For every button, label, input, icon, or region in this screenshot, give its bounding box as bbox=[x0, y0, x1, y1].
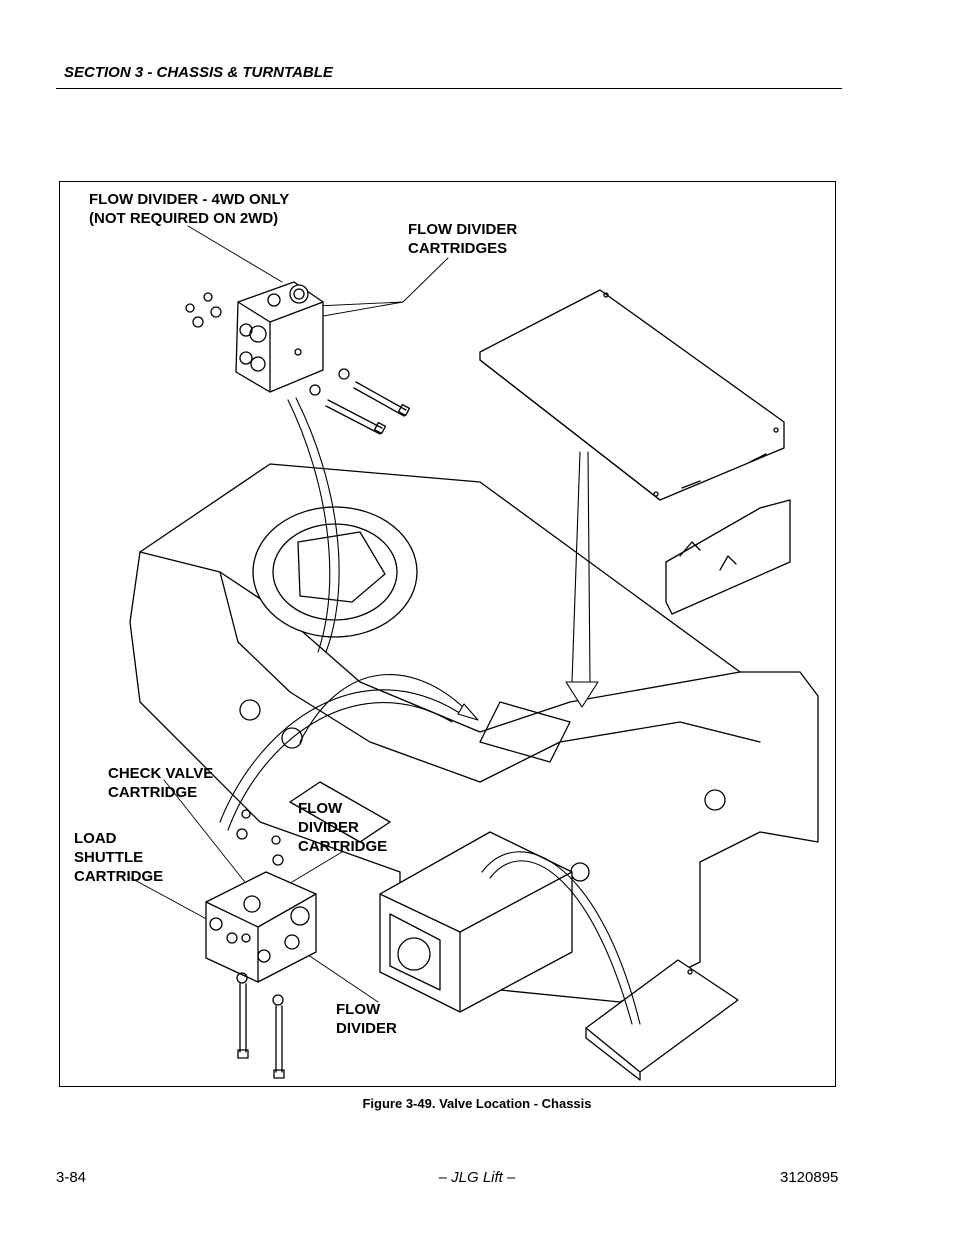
cover-plate bbox=[479, 289, 785, 501]
rear-box-tube bbox=[379, 831, 573, 1013]
label-check-valve-cartridge: CHECK VALVE CARTRIDGE bbox=[108, 765, 214, 801]
label-load-shuttle-cartridge: LOAD SHUTTLE CARTRIDGE bbox=[74, 830, 164, 885]
figure-caption: Figure 3-49. Valve Location - Chassis bbox=[362, 1096, 592, 1111]
flow-divider-4wd-block bbox=[185, 281, 411, 435]
location-arrows bbox=[219, 397, 641, 1025]
chassis-frame bbox=[129, 463, 819, 1003]
bottom-plate bbox=[585, 959, 739, 1081]
chassis-valve-illustration bbox=[129, 225, 819, 1081]
figure-frame: FLOW DIVIDER - 4WD ONLY (NOT REQUIRED ON… bbox=[59, 181, 836, 1087]
document-number: 3120895 bbox=[780, 1169, 839, 1186]
label-flow-divider-cartridges: FLOW DIVIDER CARTRIDGES bbox=[408, 221, 518, 257]
publisher-footer: – JLG Lift – bbox=[438, 1169, 516, 1186]
label-flow-divider: FLOW DIVIDER bbox=[336, 1001, 397, 1037]
lower-valve-block bbox=[205, 809, 317, 1079]
lower-cover bbox=[665, 499, 791, 615]
page-number: 3-84 bbox=[56, 1169, 87, 1186]
leader-lines bbox=[130, 225, 449, 1003]
header-rule bbox=[56, 88, 842, 89]
label-flow-divider-cartridge: FLOW DIVIDER CARTRIDGE bbox=[298, 800, 388, 855]
label-flow-divider-4wd: FLOW DIVIDER - 4WD ONLY (NOT REQUIRED ON… bbox=[89, 191, 290, 227]
section-title: SECTION 3 - CHASSIS & TURNTABLE bbox=[64, 64, 333, 81]
